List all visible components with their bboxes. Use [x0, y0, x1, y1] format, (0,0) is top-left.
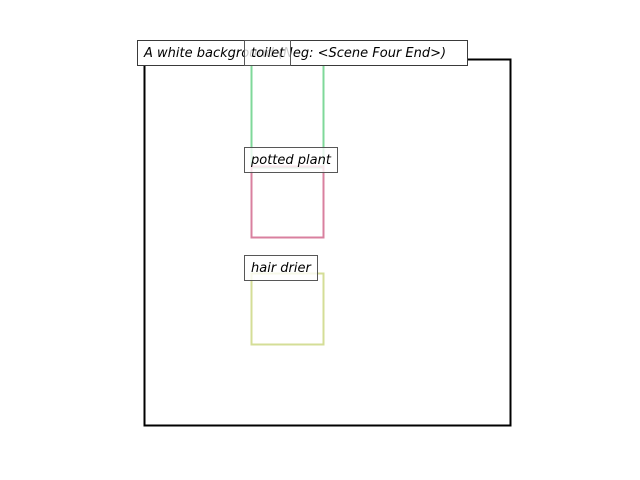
hair-drier-bounding-box	[250, 272, 325, 346]
scene-caption: A white background (Neg: <Scene Four End…	[137, 40, 468, 66]
scene-frame	[143, 58, 512, 427]
hair-drier-label: hair drier	[244, 255, 318, 281]
potted-plant-bounding-box	[250, 165, 325, 239]
potted-plant-label: potted plant	[244, 147, 338, 173]
toilet-label: toilet	[244, 40, 292, 66]
